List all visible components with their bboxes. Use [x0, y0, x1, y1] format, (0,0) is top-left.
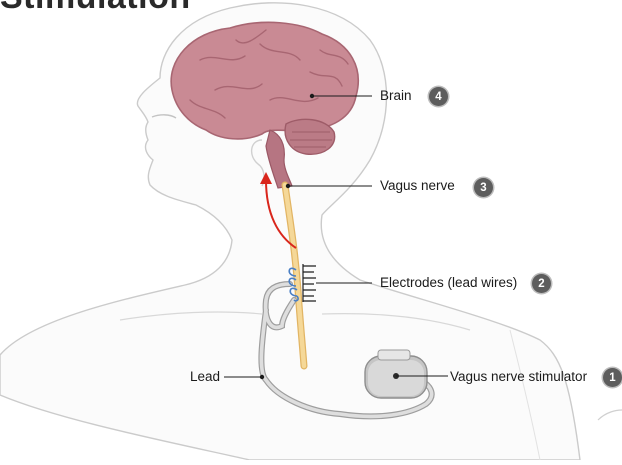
- cerebrum: [171, 22, 358, 139]
- lead-label: Lead: [190, 369, 220, 384]
- stimulator-step-badge: 1: [603, 368, 622, 387]
- stimulator-label: Vagus nerve stimulator: [450, 369, 587, 384]
- vagus-nerve-label: Vagus nerve: [380, 178, 455, 193]
- diagram-title: Stimulation: [0, 0, 191, 17]
- arm-line: [598, 410, 622, 420]
- electrodes-step-badge: 2: [532, 274, 551, 293]
- stimulator-device: [365, 350, 427, 398]
- electrodes-label: Electrodes (lead wires): [380, 275, 517, 290]
- brain-label: Brain: [380, 88, 412, 103]
- vagus-nerve-step-badge: 3: [474, 178, 493, 197]
- brain-step-badge: 4: [429, 87, 448, 106]
